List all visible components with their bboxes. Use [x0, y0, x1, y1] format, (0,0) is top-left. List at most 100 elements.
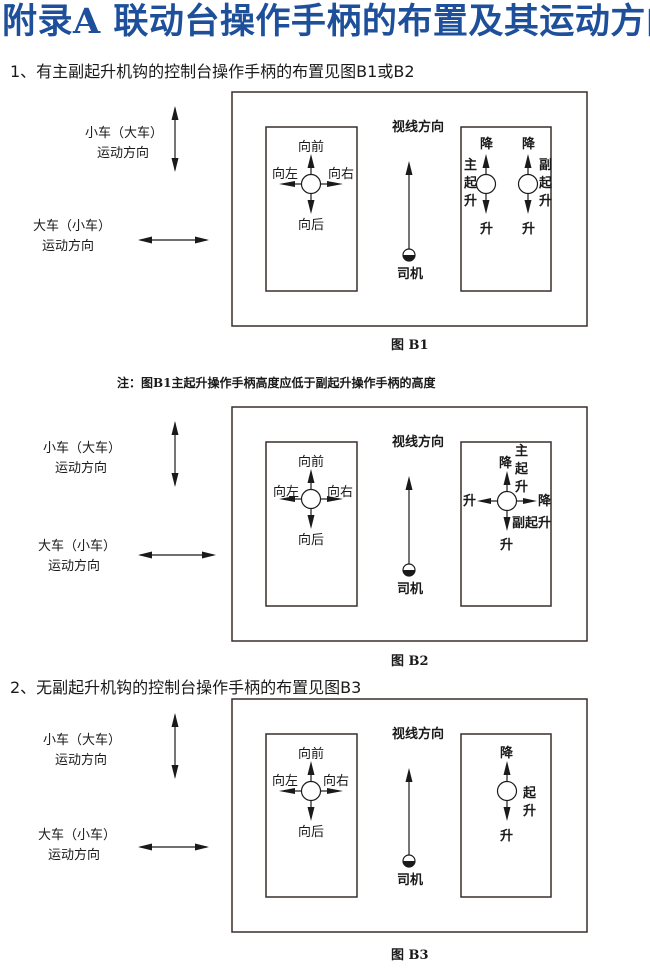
arrow-backward-icon [307, 200, 315, 214]
section-2-heading: 2、无副起升机钩的控制台操作手柄的布置见图B3 [10, 678, 362, 697]
label-aux-hoist-inline: 副起升 [512, 515, 551, 531]
figure-b3-caption: 图 B3 [391, 948, 429, 963]
arrow-left-icon [279, 496, 295, 502]
crane-label-line2: 运动方向 [48, 847, 100, 863]
joystick-knob [300, 780, 322, 802]
figure-note: 注：图B1主起升操作手柄高度应低于副起升操作手柄的高度 [117, 376, 436, 390]
trolley-label-line2: 运动方向 [55, 460, 107, 476]
arrow-lower-icon [503, 761, 511, 775]
figure-b1-caption: 图 B1 [391, 338, 429, 353]
crane-label-line1: 大车（小车） [38, 538, 116, 554]
label-main-lower: 降 [499, 455, 513, 471]
label-driver: 司机 [397, 581, 423, 597]
trolley-label-line2: 运动方向 [97, 145, 149, 161]
label-left: 向左 [272, 773, 298, 789]
travel-joystick [279, 154, 343, 214]
driver-icon [402, 563, 416, 577]
label-backward: 向后 [298, 217, 324, 233]
label-left: 向左 [272, 166, 298, 182]
figure-b3-drawing: 小车（大车） 运动方向 大车（小车） 运动方向 向前 向后 向左 向右 视线方向 [38, 698, 588, 933]
label-raise: 升 [500, 828, 513, 844]
label-right: 向右 [328, 166, 354, 182]
label-driver: 司机 [397, 266, 423, 282]
crane-direction-arrow [138, 551, 216, 559]
figure-b2-caption: 图 B2 [391, 654, 429, 669]
label-aux-raise: 升 [522, 221, 535, 237]
arrow-lower-icon [482, 154, 490, 168]
crane-label-line2: 运动方向 [48, 558, 100, 574]
label-forward: 向前 [298, 454, 324, 470]
arrow-right-icon [327, 788, 343, 794]
left-panel [265, 441, 358, 607]
arrow-forward-icon [307, 154, 315, 168]
label-right: 向右 [327, 484, 353, 500]
aux-hoist-joystick [517, 154, 539, 214]
right-panel [460, 441, 552, 607]
label-driver: 司机 [397, 872, 423, 888]
label-main-lower: 降 [480, 136, 494, 152]
arrow-main-lower-icon [503, 471, 511, 485]
crane-label-line2: 运动方向 [42, 238, 94, 254]
console-outline [231, 698, 588, 933]
arrow-right-icon [327, 496, 343, 502]
label-right: 向右 [323, 773, 349, 789]
hoist-joystick [496, 761, 518, 821]
joystick-knob [475, 173, 497, 195]
arrow-raise-icon [503, 807, 511, 821]
label-main-hoist-3: 升 [515, 479, 528, 495]
trolley-direction-arrow [171, 713, 179, 779]
crane-label-line1: 大车（小车） [38, 827, 116, 843]
arrow-raise-icon [524, 200, 532, 214]
right-panel [460, 733, 552, 898]
label-aux-hoist-1: 副 [539, 158, 552, 173]
label-aux-lower-right: 降 [538, 493, 552, 509]
arrow-backward-icon [307, 515, 315, 529]
page-title: 附录A 联动台操作手柄的布置及其运动方向 [2, 1, 650, 42]
arrow-raise-icon [482, 200, 490, 214]
right-panel [460, 126, 552, 292]
combined-hoist-joystick [477, 471, 537, 531]
label-sight-direction: 视线方向 [392, 434, 444, 450]
arrow-left-icon [279, 181, 295, 187]
joystick-knob [517, 173, 539, 195]
label-main-hoist-3: 升 [464, 193, 477, 209]
arrow-left-icon [279, 788, 295, 794]
label-aux-hoist-3: 升 [539, 193, 552, 209]
label-aux-lower: 降 [522, 136, 536, 152]
arrow-aux-lower-icon [523, 498, 537, 504]
left-panel [265, 126, 358, 292]
label-aux-raise-left: 升 [463, 493, 476, 509]
section-1-heading: 1、有主副起升机钩的控制台操作手柄的布置见图B1或B2 [10, 62, 415, 81]
label-main-raise: 升 [500, 537, 513, 553]
label-aux-hoist-2: 起 [538, 175, 553, 191]
console-outline [231, 91, 588, 327]
arrow-forward-icon [307, 469, 315, 483]
label-hoist-1: 起 [522, 785, 537, 801]
label-main-hoist-1: 主 [464, 157, 477, 173]
joystick-knob [300, 173, 322, 195]
crane-label-line1: 大车（小车） [33, 218, 111, 234]
sight-arrow [405, 161, 413, 250]
driver-icon [402, 854, 416, 868]
joystick-knob [300, 488, 322, 510]
console-outline [231, 406, 588, 642]
trolley-direction-arrow [171, 106, 179, 172]
travel-joystick [279, 761, 343, 821]
figure-b2-drawing: 小车（大车） 运动方向 大车（小车） 运动方向 向前 向后 向左 向右 视线方向 [38, 406, 588, 642]
label-forward: 向前 [298, 139, 324, 155]
label-lower: 降 [500, 745, 514, 761]
label-hoist-2: 升 [523, 803, 536, 819]
figure-b1-drawing: 小车（大车） 运动方向 大车（小车） 运动方向 向前 向后 向左 [33, 91, 588, 327]
main-hoist-joystick [475, 154, 497, 214]
arrow-aux-raise-icon [477, 498, 491, 504]
arrow-forward-icon [307, 761, 315, 775]
driver-icon [402, 248, 416, 262]
sight-arrow [405, 476, 413, 565]
trolley-label-line1: 小车（大车） [43, 440, 121, 456]
label-main-hoist-2: 起 [514, 461, 529, 477]
trolley-direction-arrow [171, 421, 179, 487]
label-main-hoist-1: 主 [515, 443, 528, 459]
travel-joystick [279, 469, 343, 529]
crane-direction-arrow [138, 843, 209, 851]
arrow-backward-icon [307, 807, 315, 821]
